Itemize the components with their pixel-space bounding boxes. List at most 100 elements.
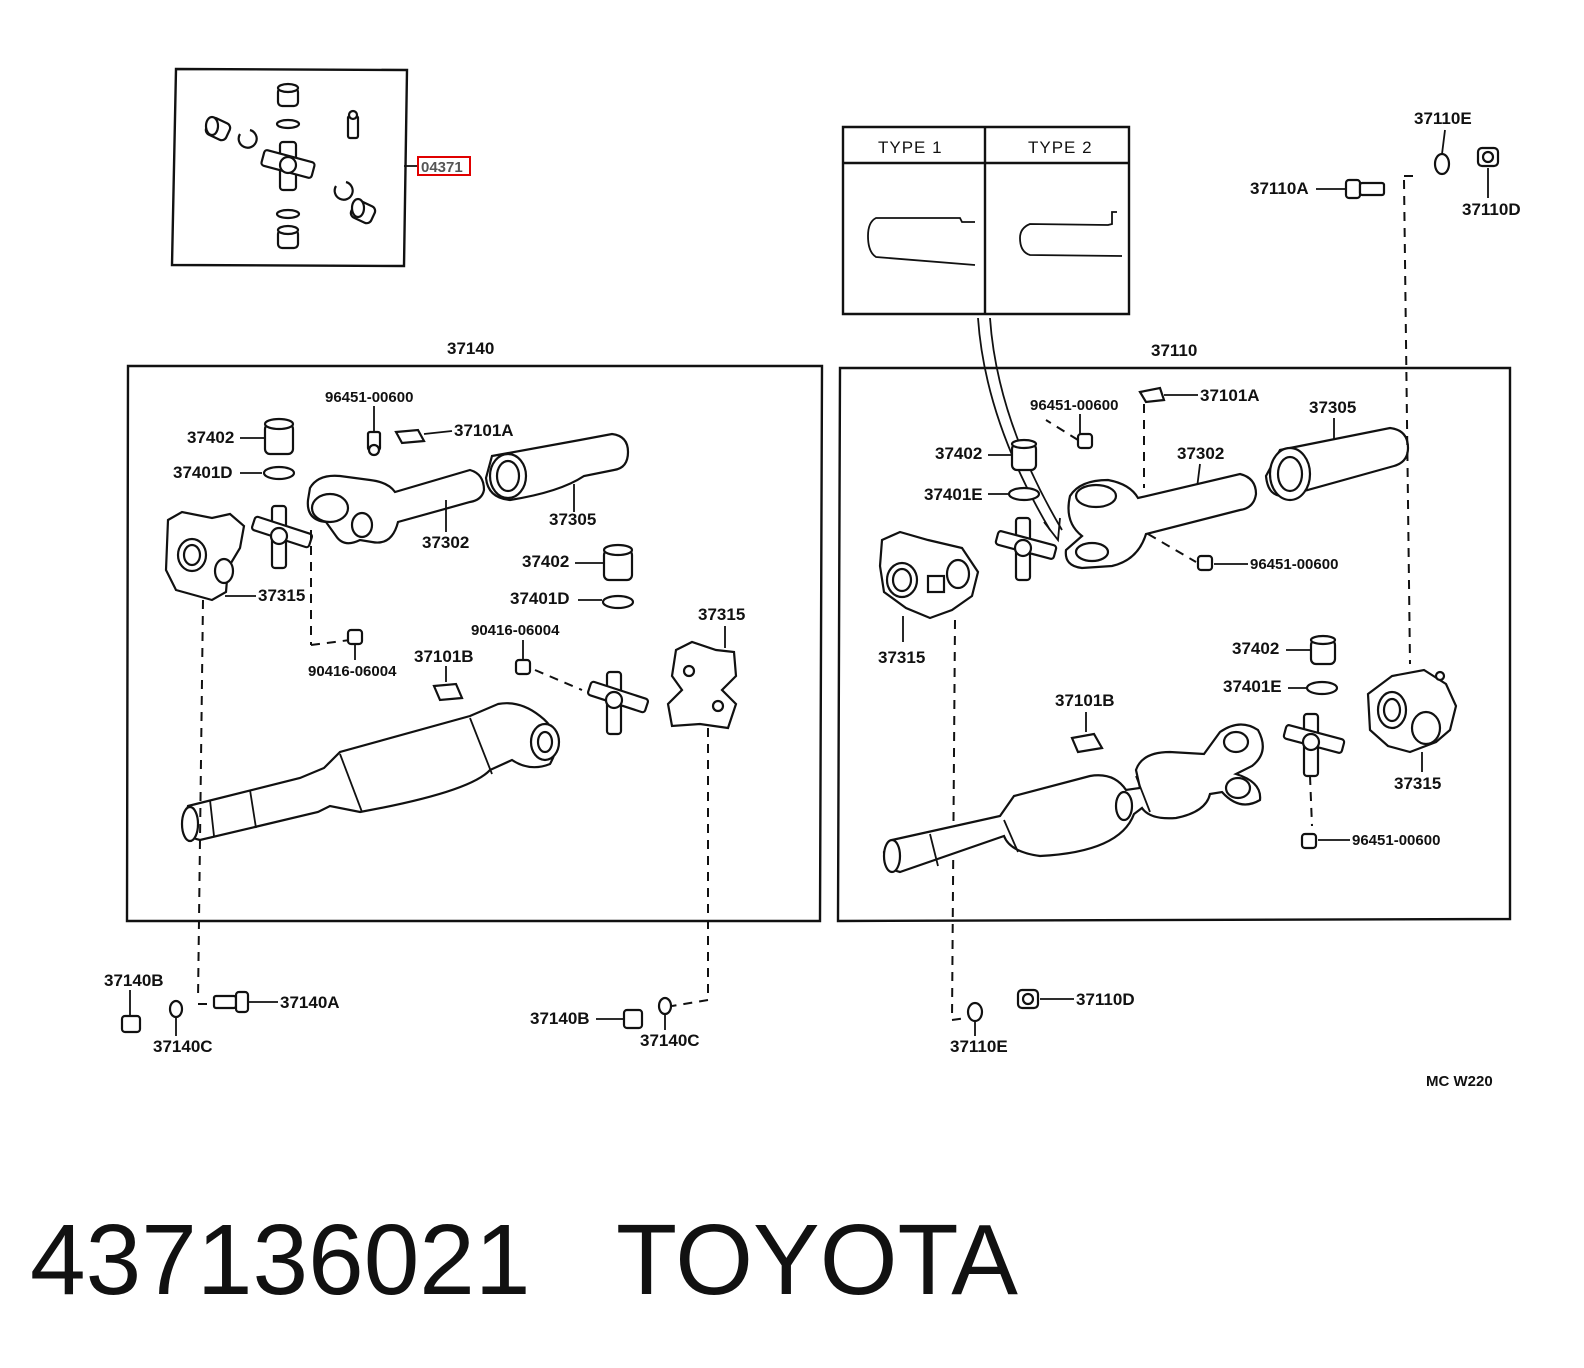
label-37110A: 37110A [1250, 179, 1309, 198]
bearing-cup-icon [1010, 438, 1038, 472]
balance-piece-icon [432, 682, 464, 702]
grease-fitting-icon [1196, 554, 1214, 572]
bearing-cup-icon [602, 543, 634, 582]
grease-fitting-icon [366, 430, 382, 457]
left-assembly-panel: 37140 96451-00600 37101A 37402 37401D [125, 339, 824, 1001]
nut-icon [622, 1008, 644, 1030]
grease-fitting-icon [346, 628, 364, 646]
slip-yoke-shaft-icon [306, 468, 486, 545]
grease-fitting-icon [514, 658, 532, 676]
type-comparison-panel: TYPE 1 TYPE 2 [841, 125, 1131, 543]
label-37140C-second: 37140C [640, 1031, 700, 1050]
label-96451-00600-bottom: 96451-00600 [1352, 832, 1440, 849]
spider-kit-panel: 04371 [170, 67, 471, 268]
bolt-icon [1344, 178, 1386, 200]
bearing-cup-icon [349, 197, 377, 225]
bearing-cup-icon [1309, 634, 1337, 666]
right-assembly-panel: 37110 37101A 96451-00600 37402 37401E 37… [836, 179, 1512, 1021]
label-37101B-right: 37101B [1055, 691, 1115, 710]
label-37110D: 37110D [1076, 990, 1135, 1009]
washer-icon [168, 999, 184, 1019]
label-37315-rear: 37315 [698, 605, 745, 624]
washer-icon [657, 996, 673, 1016]
footer-brand: TOYOTA [616, 1204, 1018, 1316]
flange-yoke-icon [1366, 668, 1458, 754]
label-37110E: 37110E [950, 1037, 1008, 1056]
snap-ring-icon [333, 180, 354, 201]
spider-cross-icon [260, 140, 316, 192]
rear-propeller-shaft-icon [180, 702, 561, 843]
nut-icon [1476, 146, 1500, 168]
right-assembly-number: 37110 [1151, 341, 1197, 360]
spider-cross-icon [250, 504, 314, 570]
label-37401D-second: 37401D [510, 589, 570, 608]
footer-part-number: 437136021 [30, 1204, 531, 1316]
label-37401E-right-second: 37401E [1223, 677, 1282, 696]
label-37140B-second: 37140B [530, 1009, 590, 1028]
snap-ring-icon [275, 118, 301, 130]
grease-fitting-icon [346, 109, 360, 140]
washer-icon [1433, 152, 1451, 176]
left-assembly-number: 37140 [447, 339, 494, 358]
slip-yoke-shaft-icon [1064, 472, 1258, 570]
snap-ring-icon [262, 465, 296, 481]
label-37315-right-rear: 37315 [1394, 774, 1441, 793]
balance-piece-icon [1138, 386, 1166, 404]
snap-ring-icon [1305, 680, 1339, 696]
label-37110E-top: 37110E [1414, 109, 1472, 128]
label-37305: 37305 [549, 510, 596, 529]
grease-fitting-icon [1300, 832, 1318, 850]
snap-ring-icon [237, 128, 258, 149]
spider-cross-icon [586, 670, 650, 736]
nut-icon [1016, 988, 1040, 1010]
label-37402-second: 37402 [522, 552, 569, 571]
label-37305-right: 37305 [1309, 398, 1356, 417]
label-37302-right: 37302 [1177, 444, 1224, 463]
label-37315: 37315 [258, 586, 305, 605]
label-37140A: 37140A [280, 993, 340, 1012]
label-37140B: 37140B [104, 971, 164, 990]
bolt-icon [212, 990, 250, 1014]
snap-ring-icon [275, 208, 301, 220]
flange-yoke-icon [164, 510, 246, 602]
dust-cover-icon [1264, 426, 1410, 502]
label-37101A: 37101A [454, 421, 514, 440]
label-37315-right: 37315 [878, 648, 925, 667]
balance-piece-icon [394, 428, 426, 445]
dust-cover-icon [484, 432, 630, 502]
front-propeller-shaft-icon [882, 723, 1264, 874]
bearing-cup-icon [263, 417, 295, 456]
bearing-cup-icon [204, 115, 232, 142]
snap-ring-icon [1007, 486, 1041, 502]
label-37402-right: 37402 [935, 444, 982, 463]
kit-part-number-highlight [417, 156, 471, 176]
diagram-code: MC W220 [1426, 1073, 1493, 1090]
left-hardware: 37140B 37140C 37140A 37140B 37140C [104, 971, 709, 1056]
label-37401E-right: 37401E [924, 485, 983, 504]
label-37401D: 37401D [173, 463, 233, 482]
balance-piece-icon [1070, 732, 1104, 754]
bearing-cup-icon [276, 82, 300, 108]
label-37302: 37302 [422, 533, 469, 552]
right-top-hardware: 37110E 37110D 37110A [1250, 109, 1521, 219]
nut-icon [120, 1014, 142, 1034]
kit-part-number: 04371 [421, 159, 463, 176]
label-37101B: 37101B [414, 647, 474, 666]
label-96451-00600: 96451-00600 [325, 389, 413, 406]
right-bottom-hardware: 37110E 37110D [950, 988, 1135, 1056]
flange-yoke-icon [878, 530, 980, 620]
label-96451-00600-mid: 96451-00600 [1250, 556, 1338, 573]
bearing-cup-icon [276, 224, 300, 250]
spider-cross-icon [994, 516, 1058, 582]
grease-fitting-icon [1076, 432, 1094, 450]
snap-ring-icon [601, 594, 635, 610]
label-37110D-top: 37110D [1462, 200, 1521, 219]
label-90416-06004: 90416-06004 [308, 663, 397, 680]
label-37101A-right: 37101A [1200, 386, 1260, 405]
spider-cross-icon [1282, 712, 1346, 778]
type-2-label: TYPE 2 [1028, 138, 1093, 157]
label-37402-right-second: 37402 [1232, 639, 1279, 658]
label-37402: 37402 [187, 428, 234, 447]
label-37140C: 37140C [153, 1037, 213, 1056]
